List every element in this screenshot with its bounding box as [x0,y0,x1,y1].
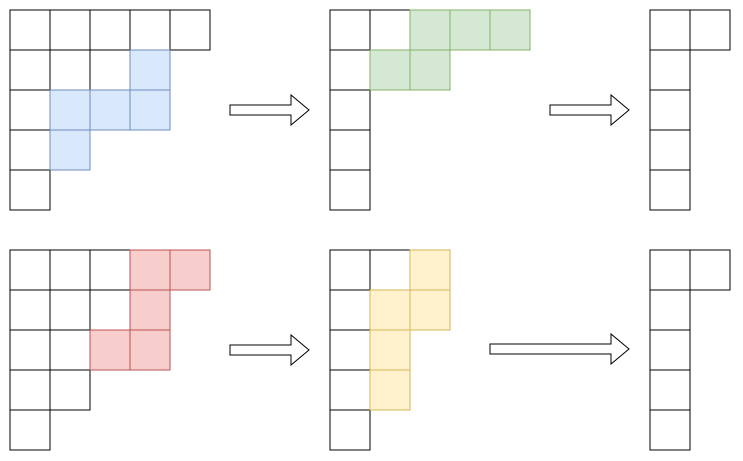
grid-cell [9,129,51,171]
highlight-cell-blue [129,49,171,91]
grid-cell [689,249,731,291]
highlight-cell-green [449,9,491,51]
young-diagram-row1-panel1 [9,9,211,211]
grid-cell [649,9,691,51]
grid-cell [9,369,51,411]
grid-cell [649,369,691,411]
arrow-right-icon-row1-1 [229,93,310,127]
grid-cell [49,9,91,51]
young-diagram-row1-panel3 [649,9,731,211]
grid-cell [89,9,131,51]
grid-cell [329,369,371,411]
grid-cell [49,369,91,411]
grid-cell [329,89,371,131]
highlight-cell-blue [49,129,91,171]
grid-cell [9,249,51,291]
young-diagram-row2-panel3 [649,249,731,451]
grid-cell [689,9,731,51]
young-diagram-row1-panel2 [329,9,531,211]
grid-cell [649,89,691,131]
grid-cell [649,49,691,91]
grid-cell [369,249,411,291]
highlight-cell-blue [89,89,131,131]
highlight-cell-green [409,9,451,51]
highlight-cell-green [409,49,451,91]
grid-cell [9,409,51,451]
young-diagram-row2-panel2 [329,249,451,451]
highlight-cell-red [129,249,171,291]
grid-cell [129,9,171,51]
grid-cell [9,9,51,51]
grid-cell [89,49,131,91]
highlight-cell-yellow [369,369,411,411]
grid-cell [649,129,691,171]
grid-cell [9,169,51,211]
grid-cell [49,49,91,91]
highlight-cell-yellow [369,289,411,331]
grid-cell [329,129,371,171]
grid-cell [649,409,691,451]
highlight-cell-red [129,289,171,331]
grid-cell [649,249,691,291]
grid-cell [329,249,371,291]
grid-cell [649,289,691,331]
arrow-right-icon-row2-2 [489,332,630,366]
highlight-cell-green [369,49,411,91]
grid-cell [649,169,691,211]
grid-cell [369,9,411,51]
arrow-right-icon-row1-2 [549,93,630,127]
grid-cell [49,289,91,331]
highlight-cell-yellow [369,329,411,371]
grid-cell [329,49,371,91]
grid-cell [9,289,51,331]
highlight-cell-yellow [409,289,451,331]
grid-cell [49,329,91,371]
grid-cell [329,409,371,451]
highlight-cell-blue [49,89,91,131]
grid-cell [49,249,91,291]
young-diagram-row2-panel1 [9,249,211,451]
arrow-right-icon-row2-1 [229,333,310,367]
highlight-cell-red [169,249,211,291]
grid-cell [329,169,371,211]
grid-cell [329,9,371,51]
grid-cell [169,9,211,51]
grid-cell [9,89,51,131]
grid-cell [89,249,131,291]
grid-cell [9,329,51,371]
highlight-cell-blue [129,89,171,131]
highlight-cell-yellow [409,249,451,291]
grid-cell [89,289,131,331]
grid-cell [649,329,691,371]
highlight-cell-green [489,9,531,51]
grid-cell [329,329,371,371]
highlight-cell-red [89,329,131,371]
grid-cell [329,289,371,331]
highlight-cell-red [129,329,171,371]
grid-cell [9,49,51,91]
